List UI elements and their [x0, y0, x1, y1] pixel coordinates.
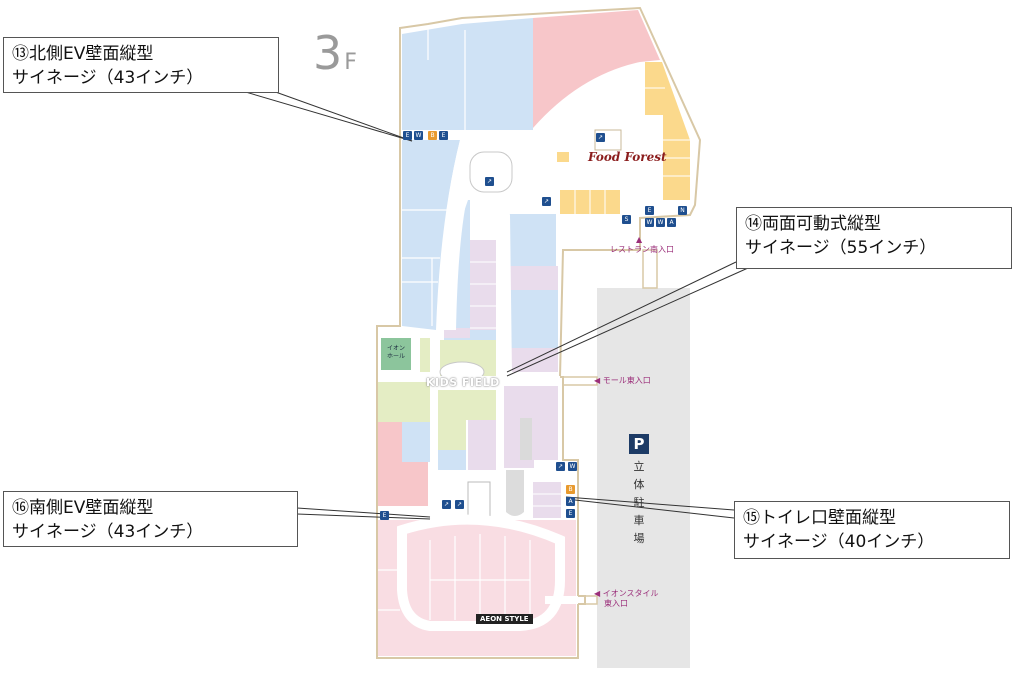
callout-south-ev-line2: サイネージ（43インチ） [12, 522, 204, 542]
zone-north-blue [402, 18, 533, 130]
zone-food-yellow [645, 62, 690, 200]
accessible-icon: A [566, 497, 575, 506]
zone-green-left [378, 382, 430, 422]
floor-suffix: F [344, 50, 357, 75]
parking-structure [597, 288, 690, 668]
zone-east-lavender-3 [504, 386, 558, 418]
mall-east-connector [559, 376, 598, 386]
mall-east-entrance: ◀ モール東入口 [594, 376, 651, 386]
parking-label-char: 場 [633, 532, 645, 545]
corridor-spine [438, 140, 512, 375]
callout-north-ev-line2: サイネージ（43インチ） [12, 68, 204, 88]
elevator-icon: E [566, 509, 575, 518]
toilet-block [533, 482, 561, 518]
elevator-icon: E [645, 206, 654, 215]
zone-east-lavender [510, 266, 558, 290]
aeon-east-corridor [545, 596, 578, 604]
zone-south-pink [378, 520, 576, 656]
escalator-icon: ↗ [556, 462, 565, 471]
aeon-hall-line2: ホール [386, 353, 405, 360]
kids-field-label: KIDS FIELD [426, 376, 500, 389]
zone-kids-green-2 [438, 390, 496, 420]
aeon-style-label: AEON STYLE [476, 614, 533, 624]
food-stall [557, 152, 569, 162]
ev-icon: E [403, 131, 412, 140]
food-forest-label: Food Forest [588, 150, 667, 164]
callout-both-sides: ⑭両面可動式縦型 サイネージ（55インチ） [736, 207, 1012, 269]
escalator-icon: ↗ [485, 177, 494, 186]
mall-east-entrance-label: モール東入口 [602, 376, 651, 385]
toilet-icon: W [414, 131, 423, 140]
zone-north-pink [533, 10, 660, 128]
toilet-icon: W [656, 218, 665, 227]
parking-label-char: 体 [633, 478, 645, 491]
aeon-style-east-entrance: ◀ イオンスタイル 東入口 [594, 589, 659, 609]
escalator-icon: ↗ [596, 133, 605, 142]
callout-toilet-line1: ⑮トイレ口壁面縦型 [743, 508, 896, 528]
entrance-arrow-left-icon: ◀ [594, 376, 601, 385]
zone-east-blue [508, 214, 556, 266]
aeon-style-east-entrance-line1: イオンスタイル [602, 589, 659, 598]
toilet-icon: W [645, 218, 654, 227]
callout-south-ev: ⑯南側EV壁面縦型 サイネージ（43インチ） [3, 491, 298, 547]
smoking-icon: S [622, 215, 631, 224]
callout-toilet: ⑮トイレ口壁面縦型 サイネージ（40インチ） [734, 501, 1010, 559]
callout-both-sides-line1: ⑭両面可動式縦型 [745, 214, 881, 234]
floor-number: 3 [313, 26, 343, 80]
escalator-icon: ↗ [455, 500, 464, 509]
food-court-oval [469, 151, 513, 193]
callout-both-sides-line2: サイネージ（55インチ） [745, 238, 937, 258]
nursery-icon: B [428, 131, 437, 140]
callout-north-ev: ⑬北側EV壁面縦型 サイネージ（43インチ） [3, 37, 279, 93]
escalator [506, 470, 524, 516]
parking-label: 立 体 駐 車 場 [631, 458, 647, 548]
aeon-hall-line1: イオン [386, 345, 405, 352]
callout-leader-lines [231, 87, 749, 520]
escalator-icon: ↗ [442, 500, 451, 509]
aeon-hall: イオン ホール [381, 338, 411, 370]
parking-label-char: 駐 [633, 496, 645, 509]
restaurant-south-entrance: ▲ レストラン南入口 [610, 235, 674, 255]
accessible-icon: A [667, 218, 676, 227]
zone-east-lavender-2 [510, 348, 558, 372]
nosmoking-icon: N [678, 206, 687, 215]
restaurant-south-entrance-label: レストラン南入口 [610, 245, 674, 254]
corridor-cross [430, 376, 560, 386]
zone-east-blue-2 [510, 290, 558, 348]
parking-label-char: 立 [633, 460, 645, 473]
toilet-icon: W [568, 462, 577, 471]
floor-label: 3F [313, 30, 357, 76]
callout-north-ev-line1: ⑬北側EV壁面縦型 [12, 44, 154, 64]
parking-label-char: 車 [633, 514, 645, 527]
elevator-icon: E [380, 511, 389, 520]
callout-south-ev-line1: ⑯南側EV壁面縦型 [12, 498, 154, 518]
callout-toilet-line2: サイネージ（40インチ） [743, 532, 935, 552]
nursery-icon: B [566, 485, 575, 494]
escalator-icon: ↗ [542, 197, 551, 206]
elevator-icon: E [439, 131, 448, 140]
aeon-style-east-entrance-line2: 東入口 [604, 599, 628, 608]
restaurant-connector [642, 249, 658, 289]
entrance-arrow-left-icon: ◀ [594, 589, 601, 598]
parking-icon: P [629, 434, 649, 454]
entrance-arrow-up-icon: ▲ [636, 235, 643, 244]
